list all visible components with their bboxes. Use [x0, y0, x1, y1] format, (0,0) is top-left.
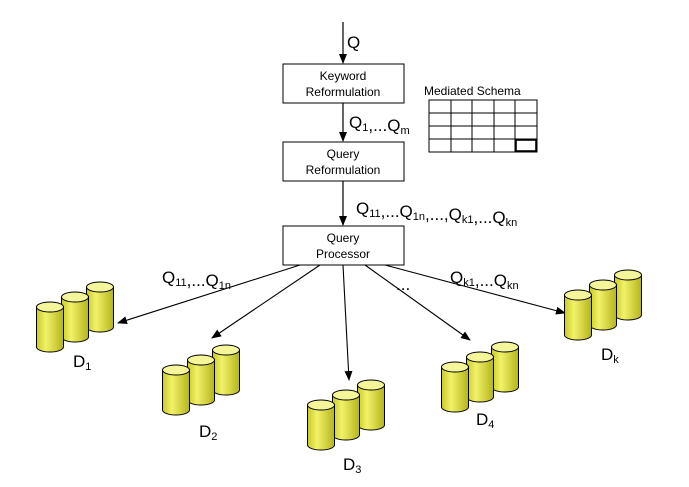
data-source-d3 [307, 379, 385, 451]
cylinder-top [441, 361, 469, 373]
svg-text:Keyword: Keyword [320, 69, 367, 83]
cylinder-top [466, 351, 494, 363]
cylinder-body [466, 356, 494, 403]
label-qk1-qkn: Qk1,...Qkn [450, 268, 519, 292]
label-q1-qm: Q1,...Qm [349, 113, 410, 137]
svg-text:Processor: Processor [316, 247, 370, 261]
fanout-arrows [117, 264, 566, 381]
cylinder-body [61, 296, 89, 343]
data-source-d2 [162, 344, 240, 416]
schema-grid [428, 99, 538, 153]
query-label: Q [347, 33, 360, 52]
arrow-to-d1 [117, 264, 301, 325]
arrow-to-d2 [211, 264, 321, 339]
cylinder-body [614, 274, 642, 321]
cylinder-body [162, 369, 190, 416]
cylinder-body [36, 306, 64, 353]
source-label-d4: D4 [476, 410, 494, 431]
cylinder-body [212, 349, 240, 396]
keyword-reformulation-box: Keyword Reformulation [282, 63, 405, 104]
data-source-dk [564, 269, 642, 341]
svg-text:Mediated Schema: Mediated Schema [424, 84, 521, 98]
query-processor-box: Query Processor [282, 225, 405, 266]
cylinder-body [491, 346, 519, 393]
cylinder-body [332, 394, 360, 441]
cylinder-body [307, 404, 335, 451]
data-source-d4 [441, 341, 519, 413]
cylinder-top [614, 269, 642, 281]
cylinder-top [36, 301, 64, 313]
label-q11-qkn: Q11,...Q1n,...,Qk1,...Qkn [356, 199, 517, 229]
cylinder-body [564, 294, 592, 341]
cylinder-top [86, 281, 114, 293]
cylinder-top [491, 341, 519, 353]
cylinder-body [441, 366, 469, 413]
cylinder-top [332, 389, 360, 401]
cylinder-body [86, 286, 114, 333]
cylinder-top [162, 364, 190, 376]
cylinder-top [187, 354, 215, 366]
cylinder-top [61, 291, 89, 303]
cylinder-top [212, 344, 240, 356]
cylinder-top [564, 289, 592, 301]
source-label-d3: D3 [343, 455, 361, 476]
label-dots: ... [396, 275, 410, 294]
mediated-schema: Mediated Schema [424, 84, 538, 153]
svg-text:Query: Query [327, 147, 360, 161]
query-reformulation-box: Query Reformulation [282, 141, 405, 182]
cylinder-top [357, 379, 385, 391]
cylinder-top [307, 399, 335, 411]
svg-text:Reformulation: Reformulation [306, 163, 381, 177]
svg-text:Reformulation: Reformulation [306, 85, 381, 99]
source-label-d1: D1 [73, 352, 91, 373]
arrow-to-d4 [364, 264, 471, 341]
cylinder-body [187, 359, 215, 406]
source-label-d2: D2 [199, 422, 217, 443]
cylinder-body [357, 384, 385, 431]
cylinder-top [589, 279, 617, 291]
arrow-to-d3 [342, 264, 353, 381]
svg-text:Query: Query [327, 231, 360, 245]
data-source-d1 [36, 281, 114, 353]
source-label-dk: Dk [601, 345, 619, 366]
cylinder-body [589, 284, 617, 331]
label-q11-q1n: Q11,...Q1n [162, 268, 231, 292]
arrow-to-dk [384, 264, 566, 315]
